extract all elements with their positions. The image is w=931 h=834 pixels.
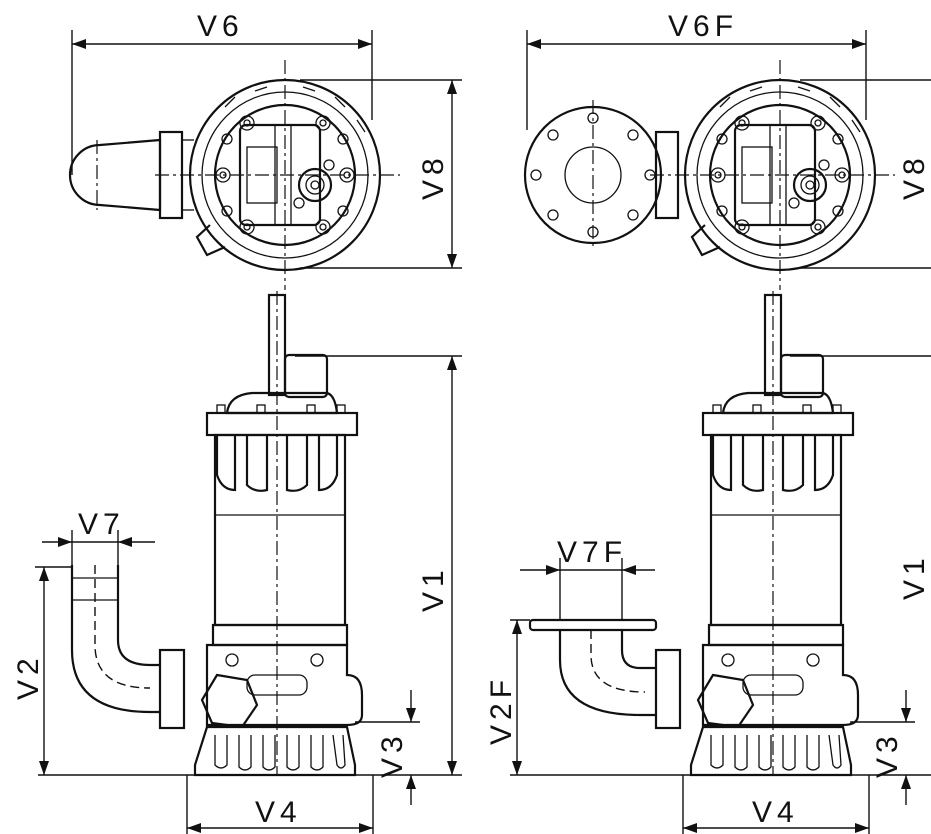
v8-left-label: V8 xyxy=(417,153,450,200)
v3-left-label: V3 xyxy=(376,731,409,778)
v7-label: V7 xyxy=(78,508,125,541)
v2f-label: V2F xyxy=(485,675,518,745)
v8-right-label: V8 xyxy=(898,153,931,200)
right-side-view: V7F V2F V1 V3 V4 xyxy=(485,289,931,834)
right-top-view: V6F V8 xyxy=(523,10,931,292)
v3-right-label: V3 xyxy=(871,731,904,778)
v4-right-label: V4 xyxy=(752,796,799,829)
v7f-label: V7F xyxy=(557,536,627,569)
v1-right-label: V1 xyxy=(898,553,931,600)
left-top-view: V6 V8 xyxy=(68,10,462,292)
left-side-view: V7 V2 V1 V3 V4 xyxy=(12,289,462,834)
v6f-label: V6F xyxy=(668,10,738,43)
v1-left-label: V1 xyxy=(417,565,450,612)
v2-label: V2 xyxy=(12,653,45,700)
v6-label: V6 xyxy=(197,10,244,43)
v4-left-label: V4 xyxy=(255,796,302,829)
